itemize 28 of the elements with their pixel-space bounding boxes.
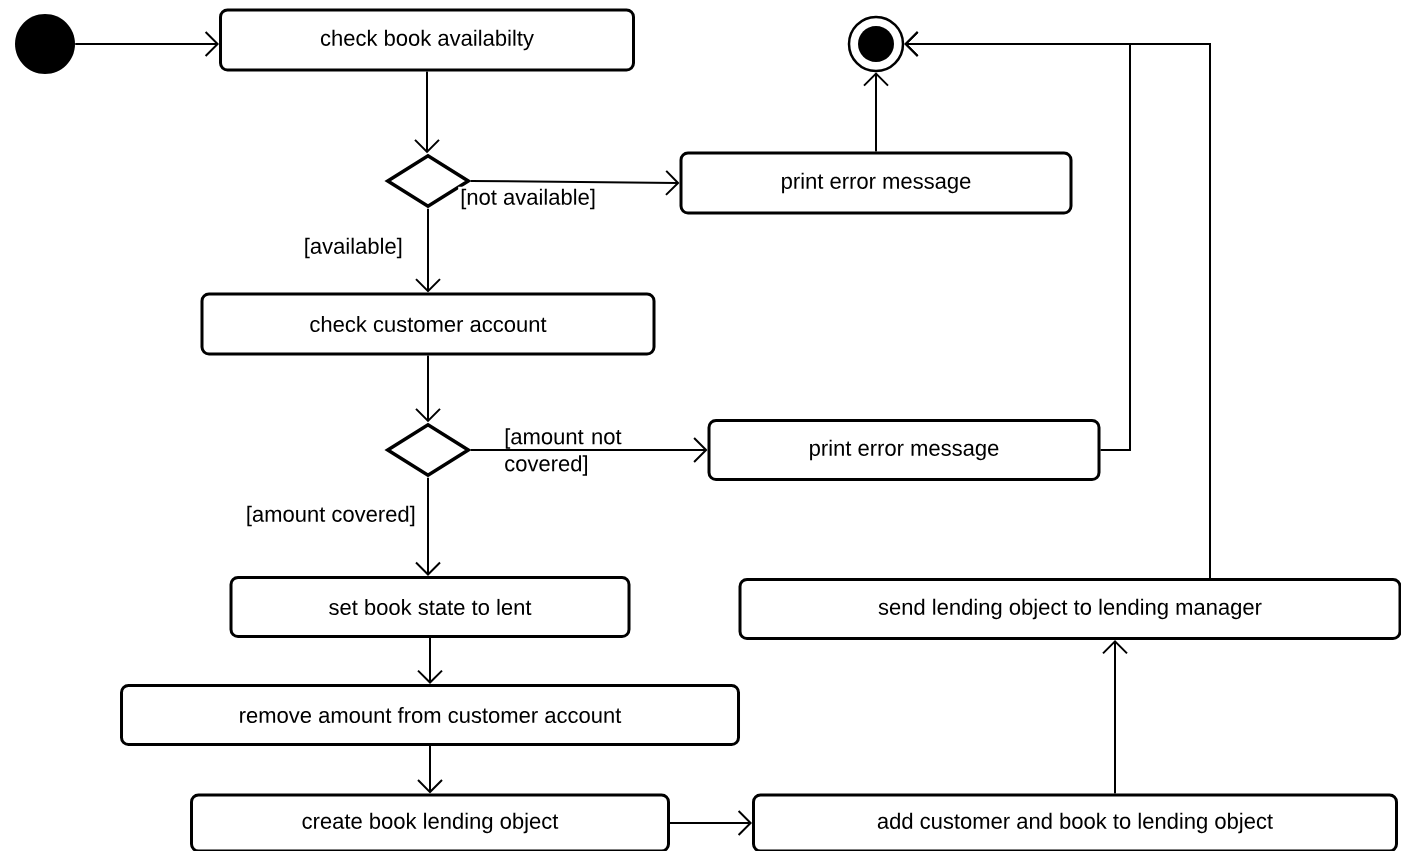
edge-label: [amount not covered] bbox=[505, 428, 622, 476]
edge-label: [available] bbox=[301, 235, 405, 261]
arrow bbox=[469, 437, 708, 463]
edge-label: [not available] bbox=[458, 186, 598, 212]
arrow bbox=[863, 72, 889, 153]
action-box: create book lending object bbox=[190, 793, 670, 851]
action-box: send lending object to lending manager bbox=[738, 578, 1401, 640]
arrow bbox=[417, 745, 443, 794]
arrow bbox=[1102, 640, 1128, 795]
action-box: print error message bbox=[679, 151, 1073, 215]
arrow bbox=[415, 207, 441, 293]
action-box: check customer account bbox=[200, 292, 656, 356]
action-box: add customer and book to lending object bbox=[752, 793, 1398, 851]
initial-node bbox=[15, 14, 75, 74]
arrow bbox=[669, 810, 752, 836]
arrow bbox=[414, 70, 440, 154]
arrow bbox=[415, 354, 441, 423]
arrow bbox=[74, 31, 219, 57]
arrow bbox=[469, 169, 680, 196]
arrow bbox=[904, 31, 1211, 579]
action-box: print error message bbox=[707, 419, 1101, 481]
final-node bbox=[847, 15, 905, 73]
action-box: remove amount from customer account bbox=[120, 684, 740, 746]
action-box: check book availabilty bbox=[219, 8, 635, 72]
arrow bbox=[417, 637, 443, 684]
arrow bbox=[415, 476, 441, 576]
edge-label: [amount covered] bbox=[243, 503, 418, 529]
action-box: set book state to lent bbox=[229, 576, 631, 638]
